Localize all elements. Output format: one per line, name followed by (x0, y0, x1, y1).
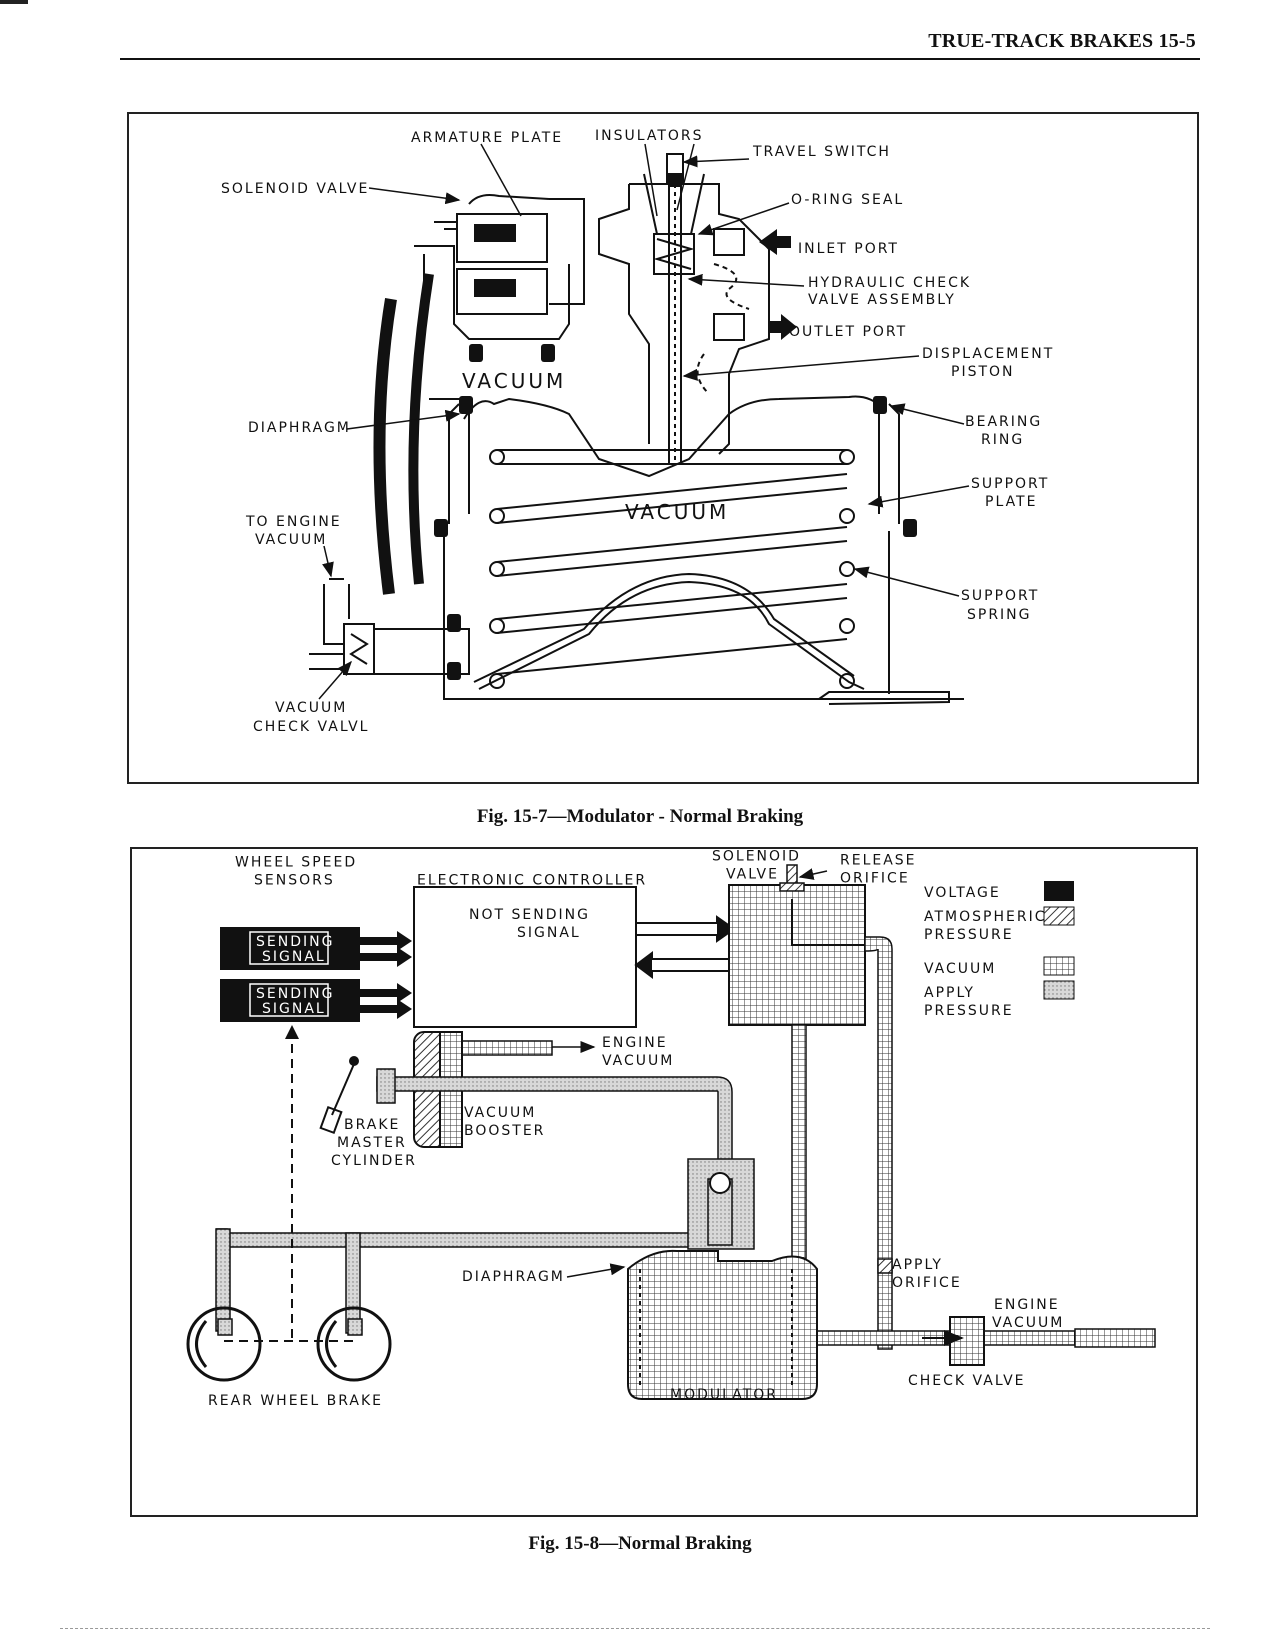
legend-swatch-atmospheric (1043, 906, 1075, 926)
label-support-spring-1: SUPPORT (961, 588, 1039, 604)
check-valve (949, 1316, 985, 1366)
legend-swatch-vacuum (1043, 956, 1075, 976)
label-apply-orifice-1: APPLY (892, 1257, 943, 1273)
label-support-plate-2: PLATE (985, 494, 1037, 510)
sensor-signal-line (224, 1029, 354, 1342)
label-diaphragm: DIAPHRAGM (248, 420, 351, 436)
legend-label-apply-2: PRESSURE (924, 1003, 1014, 1019)
legend-label-vacuum: VACUUM (924, 961, 996, 977)
label-rear-wheel-brake: REAR WHEEL BRAKE (208, 1393, 383, 1409)
label-vacuum-lower: VACUUM (625, 500, 729, 524)
modulator-unit (627, 1249, 818, 1400)
label-signal-1: SIGNAL (262, 949, 326, 965)
label-release-2: ORIFICE (840, 871, 910, 887)
label-modulator: MODULATOR (670, 1387, 778, 1403)
figure-caption-15-8: Fig. 15-8—Normal Braking (528, 1533, 752, 1554)
label-wheel-speed-1: WHEEL SPEED (235, 855, 357, 871)
label-displacement-1: DISPLACEMENT (922, 346, 1054, 362)
bottom-rule (60, 1628, 1210, 1629)
page-header: TRUE-TRACK BRAKES 15-5 (120, 28, 1200, 60)
label-check-valve: CHECK VALVE (908, 1373, 1026, 1389)
legend-swatch-apply-pressure (1043, 980, 1075, 1000)
label-armature-plate: ARMATURE PLATE (411, 130, 563, 146)
label-vacuum-check-1: VACUUM (275, 700, 347, 716)
label-solenoid-1: SOLENOID (712, 849, 801, 865)
controller-output-arrows (634, 915, 736, 979)
check-ball (709, 1172, 731, 1194)
label-support-spring-2: SPRING (967, 607, 1032, 623)
label-sending-1: SENDING (256, 934, 334, 950)
label-wheel-speed-2: SENSORS (254, 873, 335, 889)
label-diaphragm: DIAPHRAGM (462, 1269, 565, 1285)
label-not-sending: NOT SENDING (469, 907, 590, 923)
label-brake-master-1: BRAKE (344, 1117, 400, 1133)
label-insulators: INSULATORS (595, 128, 704, 144)
label-electronic-controller: ELECTRONIC CONTROLLER (417, 873, 647, 889)
label-not-sending-signal: SIGNAL (517, 925, 581, 941)
figure-normal-braking: SENDING SIGNAL SENDING SIGNAL (130, 847, 1198, 1517)
modulator-diagram: ARMATURE PLATE INSULATORS TRAVEL SWITCH … (221, 128, 1054, 735)
solenoid-valve-block (728, 884, 866, 1026)
solenoid-valve-body (414, 194, 585, 340)
label-engine-vacuum-r2: VACUUM (992, 1315, 1064, 1331)
legend (1043, 881, 1075, 1000)
label-outlet-port: OUTLET PORT (789, 324, 907, 340)
page-title: TRUE-TRACK BRAKES 15-5 (928, 30, 1196, 52)
legend-label-atmospheric-2: PRESSURE (924, 927, 1014, 943)
label-displacement-2: PISTON (951, 364, 1015, 380)
brake-apply-lines (215, 1068, 755, 1334)
brake-pedal (319, 1056, 359, 1135)
legend-label-atmospheric-1: ATMOSPHERIC (924, 909, 1046, 925)
label-vacuum-check-2: CHECK VALVL (253, 719, 369, 735)
label-bearing-ring-1: BEARING (965, 414, 1042, 430)
rear-wheels (186, 1306, 392, 1382)
port-arrows (759, 229, 797, 340)
label-engine-vacuum-1: ENGINE (602, 1035, 668, 1051)
seal-blocks (434, 344, 917, 680)
modulator-housing (429, 395, 964, 705)
legend-swatch-voltage (1044, 881, 1074, 901)
label-inlet-port: INLET PORT (798, 241, 899, 257)
label-bearing-ring-2: RING (981, 432, 1024, 448)
corner-mark (0, 0, 28, 4)
label-hydraulic-check-2: VALVE ASSEMBLY (808, 292, 956, 308)
wheel-speed-sensors (220, 927, 412, 1022)
label-sending-2: SENDING (256, 986, 334, 1002)
label-signal-2: SIGNAL (262, 1001, 326, 1017)
support-spring (489, 449, 855, 689)
label-brake-master-3: CYLINDER (331, 1153, 417, 1169)
label-apply-orifice-2: ORIFICE (892, 1275, 962, 1291)
release-orifice (786, 864, 798, 886)
label-to-engine-2: VACUUM (255, 532, 327, 548)
label-vacuum-booster-1: VACUUM (464, 1105, 536, 1121)
label-support-plate-1: SUPPORT (971, 476, 1049, 492)
label-brake-master-2: MASTER (337, 1135, 407, 1151)
label-vacuum-booster-2: BOOSTER (464, 1123, 545, 1139)
figure-modulator: ARMATURE PLATE INSULATORS TRAVEL SWITCH … (127, 112, 1199, 784)
legend-label-voltage: VOLTAGE (924, 885, 1001, 901)
apply-orifice (877, 1258, 893, 1274)
electronic-controller-box (413, 886, 637, 1028)
label-solenoid-2: VALVE (726, 867, 779, 883)
vacuum-hose (373, 273, 434, 595)
label-hydraulic-check-1: HYDRAULIC CHECK (808, 275, 971, 291)
label-o-ring-seal: O-RING SEAL (791, 192, 904, 208)
label-to-engine-1: TO ENGINE (245, 514, 342, 530)
legend-label-apply-1: APPLY (924, 985, 975, 1001)
label-engine-vacuum-2: VACUUM (602, 1053, 674, 1069)
label-solenoid-valve: SOLENOID VALVE (221, 181, 369, 197)
figure-caption-15-7: Fig. 15-7—Modulator - Normal Braking (476, 806, 804, 827)
hydraulic-cylinder (598, 153, 770, 464)
normal-braking-diagram: SENDING SIGNAL SENDING SIGNAL (186, 849, 1156, 1409)
label-vacuum-upper: VACUUM (462, 369, 566, 393)
vacuum-check-valve (309, 578, 470, 675)
solenoid-coils (474, 224, 516, 297)
label-travel-switch: TRAVEL SWITCH (752, 144, 891, 160)
label-release-1: RELEASE (840, 853, 917, 869)
label-engine-vacuum-r1: ENGINE (994, 1297, 1060, 1313)
